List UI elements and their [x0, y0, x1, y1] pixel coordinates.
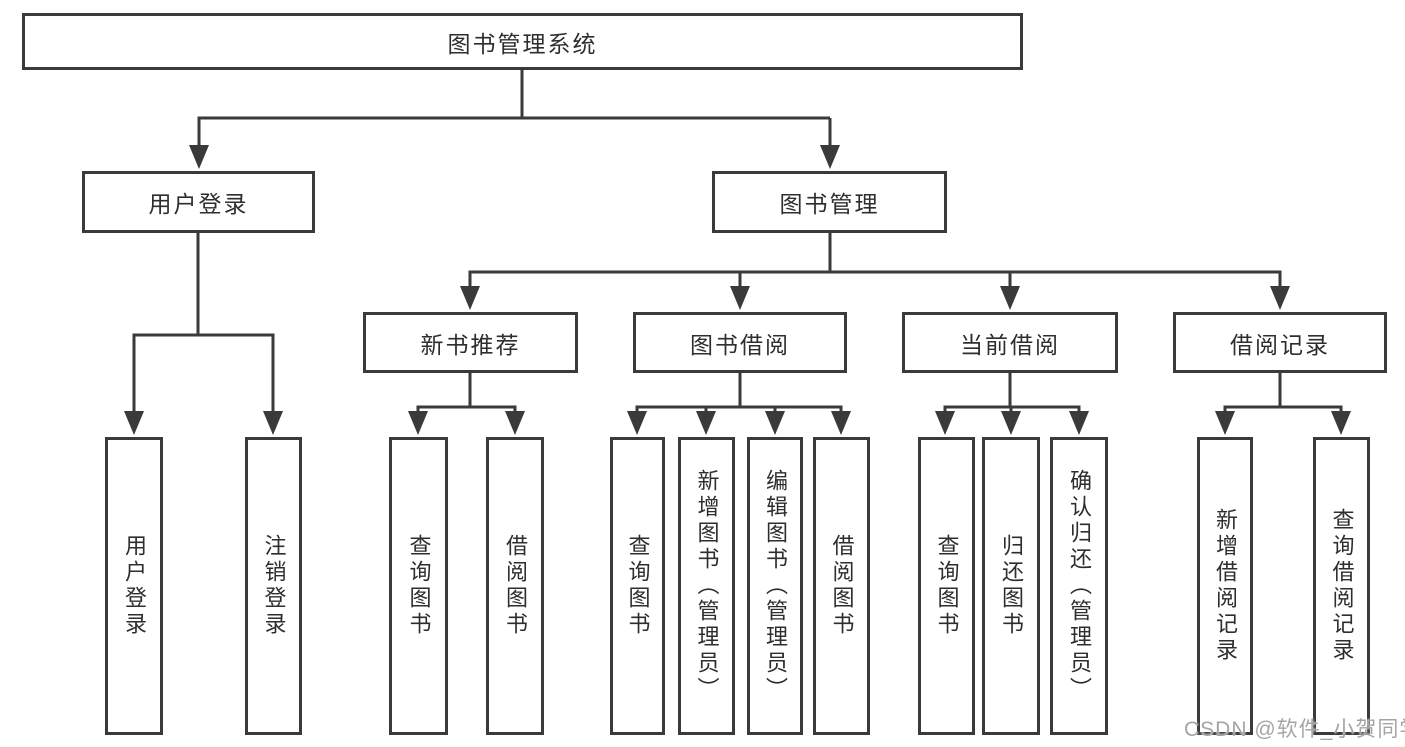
borrow-records-connector — [1215, 373, 1351, 435]
leaf-newbook-borrow: 借阅图书 — [486, 437, 544, 735]
user-login-connector — [124, 233, 283, 435]
leaf-borrow-edit-admin: 编辑图书（管理员） — [747, 437, 803, 735]
book-management-connector — [460, 233, 1290, 310]
current-borrow-node: 当前借阅 — [902, 312, 1118, 373]
leaf-borrow-borrow: 借阅图书 — [813, 437, 870, 735]
csdn-watermark: CSDN @软件_小贺同学 — [1184, 718, 1405, 741]
leaf-current-confirm-admin: 确认归还（管理员） — [1050, 437, 1108, 735]
leaf-user-login: 用户登录 — [105, 437, 163, 735]
user-login-node: 用户登录 — [82, 171, 315, 233]
leaf-record-query: 查询借阅记录 — [1313, 437, 1370, 735]
leaf-current-query: 查询图书 — [918, 437, 975, 735]
current-borrow-connector — [935, 373, 1089, 435]
root-node: 图书管理系统 — [22, 13, 1023, 70]
new-book-connector — [408, 373, 525, 435]
book-borrow-connector — [627, 373, 851, 435]
leaf-borrow-add-admin: 新增图书（管理员） — [678, 437, 735, 735]
leaf-current-return: 归还图书 — [982, 437, 1040, 735]
book-borrow-node: 图书借阅 — [633, 312, 847, 373]
leaf-logout: 注销登录 — [245, 437, 302, 735]
leaf-newbook-query: 查询图书 — [389, 437, 448, 735]
book-management-node: 图书管理 — [712, 171, 947, 233]
leaf-record-add: 新增借阅记录 — [1197, 437, 1253, 735]
new-book-recommend-node: 新书推荐 — [363, 312, 578, 373]
leaf-borrow-query: 查询图书 — [610, 437, 665, 735]
root-connector — [189, 70, 840, 169]
borrow-records-node: 借阅记录 — [1173, 312, 1387, 373]
